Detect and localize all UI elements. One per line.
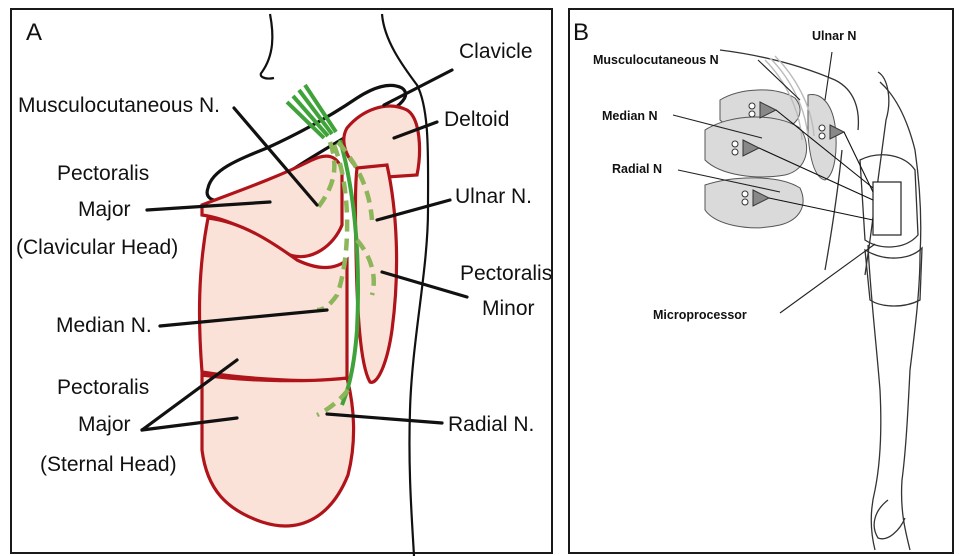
arm-left-outline — [868, 245, 881, 550]
label-pec-major-clav-line1: Pectoralis — [57, 162, 149, 185]
label-pec-major-sternal-line2: Major — [78, 413, 131, 436]
arm-right-outline — [880, 82, 921, 550]
label-pec-minor-line2: Minor — [482, 297, 535, 320]
label-pec-major-clav-line2: Major — [78, 198, 131, 221]
microprocessor-box — [873, 182, 901, 235]
label-musculocutaneous: Musculocutaneous N — [593, 53, 719, 67]
label-clavicle: Clavicle — [459, 40, 533, 63]
label-radial: Radial N. — [448, 413, 534, 436]
label-radial: Radial N — [612, 162, 662, 176]
neck-outline — [261, 14, 274, 79]
label-median: Median N — [602, 109, 658, 123]
panel-b-letter: B — [573, 19, 589, 46]
label-musculocutaneous: Musculocutaneous N. — [18, 94, 220, 117]
cuff-outline — [865, 248, 922, 306]
label-ulnar: Ulnar N — [812, 29, 856, 43]
label-ulnar: Ulnar N. — [455, 185, 532, 208]
upper-arm-outline — [865, 72, 889, 275]
panel-a-letter: A — [26, 19, 42, 46]
panel-b-illustration: B Musculocutaneous N Ulnar N Median N Ra… — [570, 10, 956, 556]
label-pec-major-sternal-line1: Pectoralis — [57, 376, 149, 399]
label-pec-major-sternal-line3: (Sternal Head) — [40, 453, 177, 476]
pec-major-sternal-lower-muscle — [202, 375, 354, 526]
panel-a: A Clavicle Musculocutaneous N. Deltoid P… — [10, 8, 553, 554]
label-pec-major-clav-line3: (Clavicular Head) — [16, 236, 178, 259]
panel-b: B Musculocutaneous N Ulnar N Median N Ra… — [568, 8, 954, 554]
panel-a-illustration: A Clavicle Musculocutaneous N. Deltoid P… — [12, 10, 555, 556]
label-deltoid: Deltoid — [444, 108, 509, 131]
label-microprocessor: Microprocessor — [653, 308, 747, 322]
hand-outline — [874, 500, 905, 539]
label-pec-minor-line1: Pectoralis — [460, 262, 552, 285]
label-median: Median N. — [56, 314, 152, 337]
